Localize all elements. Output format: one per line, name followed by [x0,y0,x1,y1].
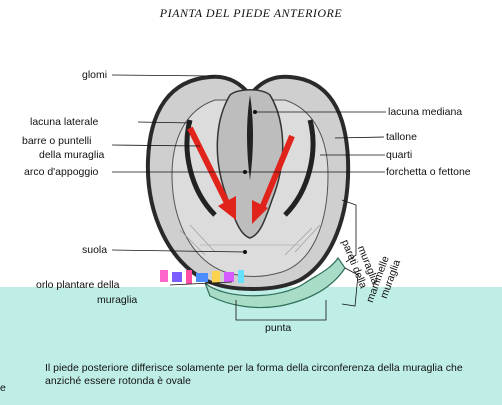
label-quarti: quarti [386,149,413,161]
caption-line2: anziché essere rotonda è ovale [45,374,191,387]
scan-noise [160,270,244,284]
caption-note: Il piede posteriore differisce solamente… [45,362,500,387]
label-lacuna-laterale: lacuna laterale [30,116,99,128]
central-groove [247,95,253,180]
label-barre-line2: della muraglia [39,149,105,161]
label-suola: suola [82,244,108,256]
toe-wall [204,256,346,309]
label-punta: punta [265,322,292,334]
label-forchetta: forchetta o fettone [386,166,471,178]
label-arco: arco d'appoggio [24,166,99,178]
lateral-groove-right [283,119,316,217]
label-tallone: tallone [386,131,417,143]
caption-edge-fragment: e [0,382,6,394]
label-orlo-line1: orlo plantare della [36,279,120,291]
label-glomi: glomi [82,69,108,81]
label-lacuna-mediana: lacuna mediana [388,106,463,118]
label-orlo-line2: muraglia [97,294,138,306]
label-barre-line1: barre o puntelli [22,135,92,147]
page-title: PIANTA DEL PIEDE ANTERIORE [159,6,343,20]
caption-line1: Il piede posteriore differisce solamente… [45,362,463,374]
